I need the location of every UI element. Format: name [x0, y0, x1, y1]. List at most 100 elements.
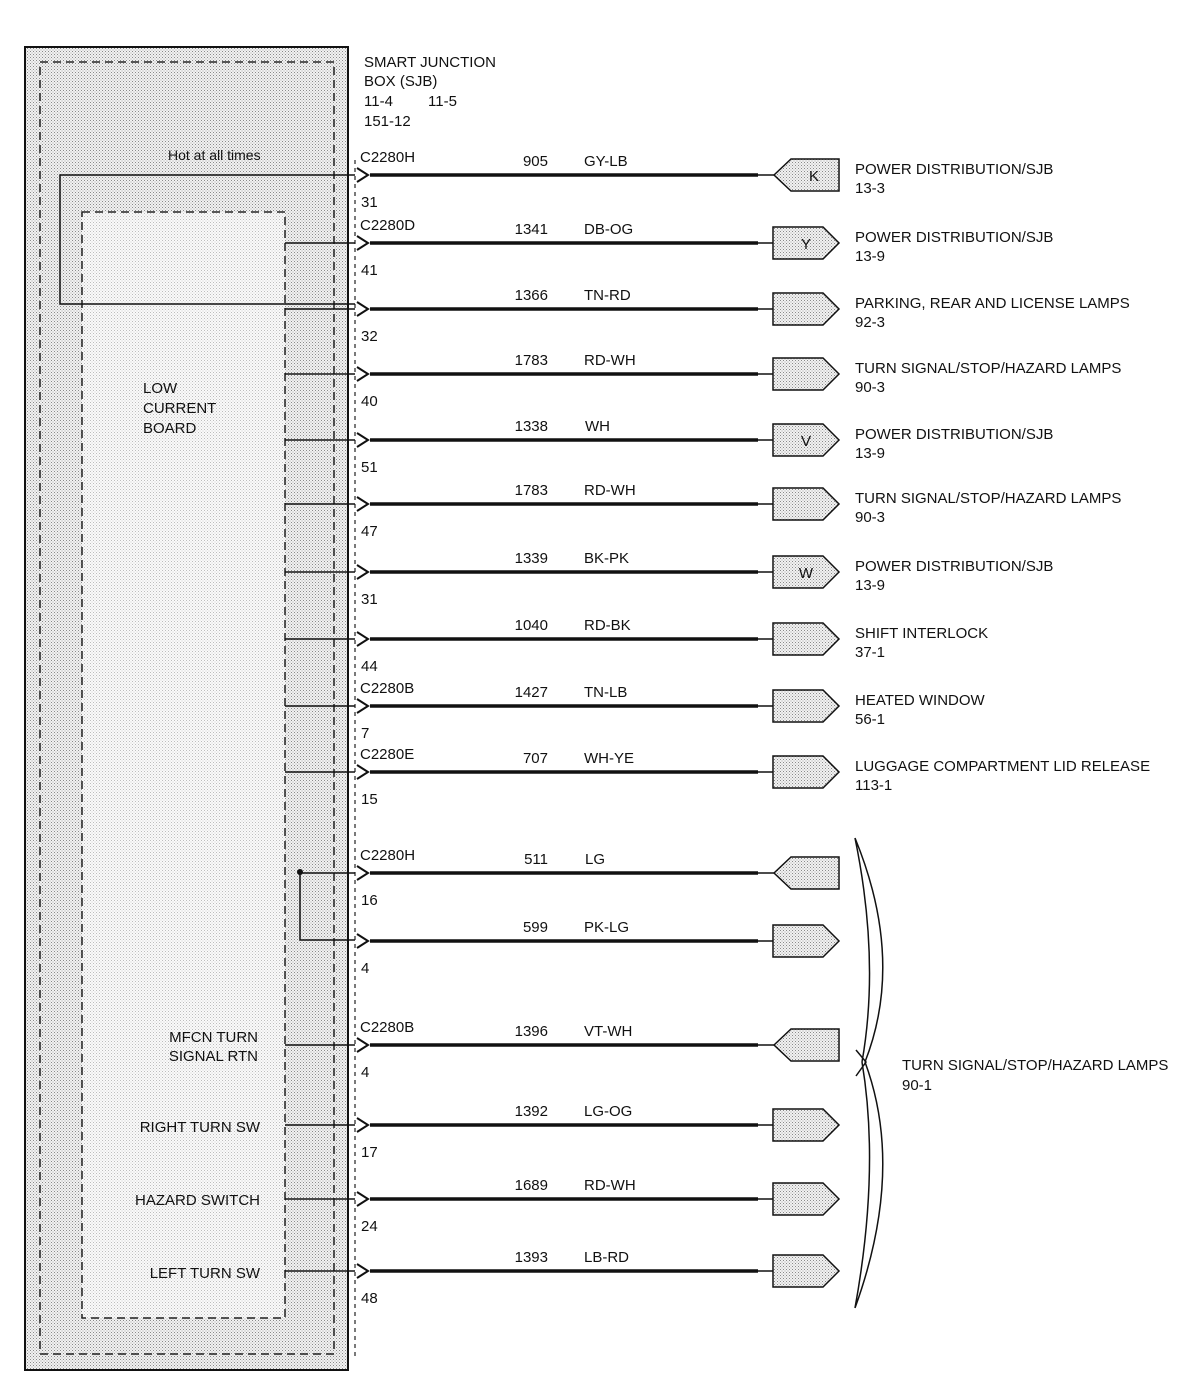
pin-chevron [356, 865, 370, 881]
board-label-line1: LOW [143, 380, 178, 397]
destination-page: 13-9 [855, 577, 885, 594]
pin-chevron [356, 698, 370, 714]
circuit-row: C2280H 16 511 LG [300, 847, 840, 909]
connector-shape [772, 487, 841, 521]
circuit-number: 1783 [515, 482, 548, 499]
wire-color: RD-WH [584, 482, 636, 499]
destination-page: 90-3 [855, 509, 885, 526]
circuit-row: C2280E 15 707 WH-YE LUGGAGE COMPARTMENT LID … [285, 746, 1150, 808]
connector-shape [772, 1254, 841, 1288]
connector-id: C2280D [360, 217, 415, 234]
left-turn-sw-label: LEFT TURN SW [150, 1265, 261, 1282]
circuit-row: 4 599 PK-LG [356, 919, 841, 977]
destination-page: 13-3 [855, 180, 885, 197]
destination-label: LUGGAGE COMPARTMENT LID RELEASE [855, 758, 1150, 775]
circuit-row: 48 1393 LB-RD [285, 1249, 841, 1307]
group-brace [854, 837, 884, 1309]
circuit-number: 599 [523, 919, 548, 936]
mfcn-label-line1: MFCN TURN [169, 1029, 258, 1046]
pin-chevron [356, 1117, 370, 1133]
circuit-number: 1341 [515, 221, 548, 238]
destination-page: 13-9 [855, 248, 885, 265]
circuit-number: 905 [523, 153, 548, 170]
pin-number: 31 [361, 194, 378, 211]
connector-shape [772, 158, 840, 192]
wire-color: TN-LB [584, 684, 627, 701]
group-page-ref: 90-1 [902, 1077, 932, 1094]
pin-number: 44 [361, 658, 378, 675]
pin-chevron [356, 432, 370, 448]
connector-shape [772, 755, 841, 789]
module-title-line1: SMART JUNCTION [364, 54, 496, 71]
wire-color: LB-RD [584, 1249, 629, 1266]
wire-color: LG [585, 851, 605, 868]
destination-label: TURN SIGNAL/STOP/HAZARD LAMPS [855, 360, 1121, 377]
connector-letter: K [809, 168, 819, 185]
right-turn-sw-label: RIGHT TURN SW [140, 1119, 261, 1136]
connector-id: C2280B [360, 680, 414, 697]
wire-color: BK-PK [584, 550, 629, 567]
destination-page: 56-1 [855, 711, 885, 728]
wire-color: VT-WH [584, 1023, 632, 1040]
hazard-switch-label: HAZARD SWITCH [135, 1192, 260, 1209]
pin-number: 51 [361, 459, 378, 476]
pin-number: 4 [361, 960, 369, 977]
connector-shape [772, 292, 841, 326]
pin-chevron [356, 167, 370, 183]
destination-page: 92-3 [855, 314, 885, 331]
pin-chevron [356, 1263, 370, 1279]
destination-label: POWER DISTRIBUTION/SJB [855, 229, 1053, 246]
connector-letter: Y [801, 236, 811, 253]
pin-number: 31 [361, 591, 378, 608]
circuit-number: 707 [523, 750, 548, 767]
circuit-number: 1393 [515, 1249, 548, 1266]
pin-chevron [356, 235, 370, 251]
pin-number: 48 [361, 1290, 378, 1307]
circuit-number: 1040 [515, 617, 548, 634]
wire-color: RD-WH [584, 352, 636, 369]
connector-shape [772, 357, 841, 391]
connector-id: C2280E [360, 746, 414, 763]
wire-color: PK-LG [584, 919, 629, 936]
pin-number: 16 [361, 892, 378, 909]
circuit-number: 1396 [515, 1023, 548, 1040]
pin-chevron [356, 366, 370, 382]
group-destination: TURN SIGNAL/STOP/HAZARD LAMPS [902, 1057, 1168, 1074]
pin-number: 24 [361, 1218, 378, 1235]
connector-shape [772, 856, 840, 890]
pin-chevron [356, 1191, 370, 1207]
destination-page: 37-1 [855, 644, 885, 661]
circuit-number: 1427 [515, 684, 548, 701]
connector-id: C2280H [360, 149, 415, 166]
board-label-line2: CURRENT [143, 400, 216, 417]
wire-color: WH-YE [584, 750, 634, 767]
connector-shape [772, 622, 841, 656]
circuit-number: 1338 [515, 418, 548, 435]
connector-id: C2280H [360, 847, 415, 864]
splice-dot [297, 869, 303, 875]
circuit-number: 511 [524, 851, 548, 868]
wire-color: LG-OG [584, 1103, 632, 1120]
connector-letter: W [799, 565, 814, 582]
mfcn-label-line2: SIGNAL RTN [169, 1048, 258, 1065]
wire-color: RD-WH [584, 1177, 636, 1194]
connector-shape [772, 924, 841, 958]
module-ref-b: 11-5 [428, 93, 457, 110]
connector-letter: V [801, 433, 811, 450]
pin-number: 41 [361, 262, 378, 279]
destination-label: TURN SIGNAL/STOP/HAZARD LAMPS [855, 490, 1121, 507]
pin-number: 15 [361, 791, 378, 808]
destination-page: 113-1 [855, 777, 892, 794]
